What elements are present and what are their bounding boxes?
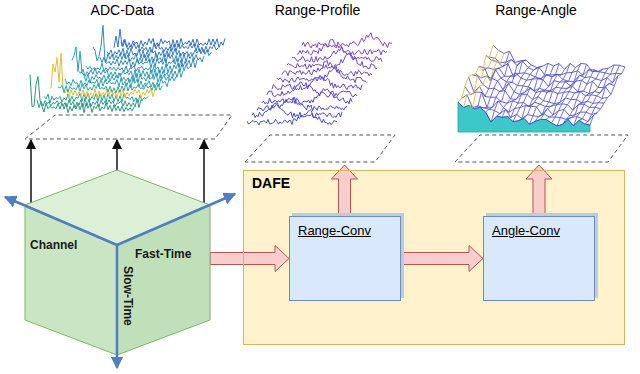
profile-trace [252, 103, 342, 118]
mesh-line [552, 64, 587, 123]
process-box: Range-Conv [289, 216, 401, 301]
axis-arrow [5, 197, 117, 245]
range-profile-plot [235, 0, 400, 165]
axis-arrow [116, 245, 119, 368]
mesh-line [469, 54, 504, 108]
plot-panel: ADC-Data [10, 0, 235, 140]
adc-plot [10, 0, 235, 140]
module-region: DAFE Range-Conv Angle-Conv [243, 170, 625, 345]
signal-trace [114, 29, 218, 52]
cube-face [117, 205, 210, 355]
plot-title: Range-Profile [275, 2, 361, 19]
signal-trace [86, 63, 190, 73]
mesh-line [502, 68, 537, 118]
plot-panel: Range-Profile [235, 0, 400, 165]
plot-title: ADC-Data [91, 2, 155, 19]
base-plane [455, 135, 628, 162]
region-fill [243, 170, 625, 345]
projection-arrow [203, 140, 205, 203]
process-box: Angle-Conv [483, 216, 595, 301]
mesh-line [490, 57, 622, 75]
flow-arrow [401, 246, 483, 272]
cube-face [25, 205, 117, 355]
axis-arrow [117, 194, 235, 245]
mesh-line [557, 70, 592, 126]
signal-trace [37, 98, 141, 108]
mesh-line [524, 64, 559, 119]
base-plane [245, 135, 395, 162]
profile-trace [287, 53, 377, 69]
mesh-line [493, 45, 625, 71]
flow-arrow [332, 165, 358, 216]
mesh-line [563, 70, 598, 125]
axis-label: Fast-Time [135, 247, 191, 261]
signal-trace [121, 38, 225, 47]
mesh-line [535, 63, 570, 121]
mesh-line [579, 65, 614, 120]
mesh-line [480, 60, 515, 108]
mesh-line [508, 66, 543, 117]
flow-arrow [210, 246, 289, 272]
mesh-line [486, 61, 521, 112]
mesh-line [590, 67, 625, 125]
data-cube-shape [25, 170, 210, 355]
projection-arrow [30, 140, 32, 203]
range-angle-plot [440, 0, 632, 165]
mesh-line [530, 70, 565, 125]
process-label: Angle-Conv [492, 223, 560, 239]
mesh-line [585, 65, 620, 124]
mesh-line [519, 66, 554, 121]
data-cube: ChannelFast-TimeSlow-Time [25, 170, 210, 355]
profile-trace [302, 33, 392, 48]
flow-arrow [526, 165, 552, 216]
mesh-line [475, 51, 510, 109]
profile-trace [257, 97, 347, 111]
region-title: DAFE [252, 175, 290, 192]
plot-panel: Range-Angle [440, 0, 632, 165]
base-plane [25, 115, 232, 139]
axis-label: Slow-Time [121, 266, 135, 326]
axis-label: Channel [30, 238, 77, 252]
process-label: Range-Conv [298, 223, 371, 239]
plot-title: Range-Angle [495, 2, 577, 19]
profile-trace [292, 47, 382, 62]
mesh-line [464, 50, 499, 107]
mesh-line [574, 68, 609, 126]
